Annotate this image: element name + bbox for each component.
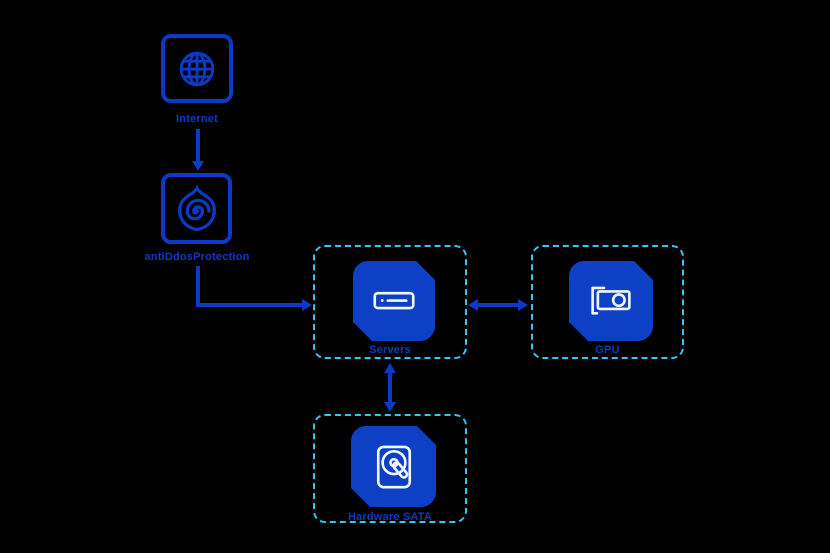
node-internet: [161, 34, 233, 103]
globe-icon: [179, 51, 215, 86]
node-servers-chip: [353, 261, 435, 341]
node-antiddos: [161, 173, 232, 244]
node-sata-container: Hardware SATA: [313, 414, 467, 523]
node-gpu-container: GPU: [531, 245, 684, 359]
edge-servers-sata: [384, 363, 396, 412]
edge-internet-antiddos: [192, 129, 204, 171]
node-servers-container: Servers: [313, 245, 467, 359]
node-antiddos-label: antiDdosProtection: [144, 251, 250, 263]
server-icon: [366, 273, 422, 329]
node-gpu-chip: [569, 261, 653, 341]
gpu-card-icon: [583, 273, 639, 329]
node-internet-label: Internet: [176, 113, 218, 125]
edge-antiddos-servers: [196, 266, 312, 311]
edge-servers-gpu: [468, 299, 528, 311]
node-gpu-label: GPU: [595, 344, 620, 356]
node-sata-label: Hardware SATA: [347, 511, 433, 523]
node-sata-chip: [351, 426, 436, 507]
hard-disk-icon: [366, 439, 422, 495]
shield-spiral-icon: [177, 184, 216, 231]
node-servers-label: Servers: [369, 344, 411, 356]
